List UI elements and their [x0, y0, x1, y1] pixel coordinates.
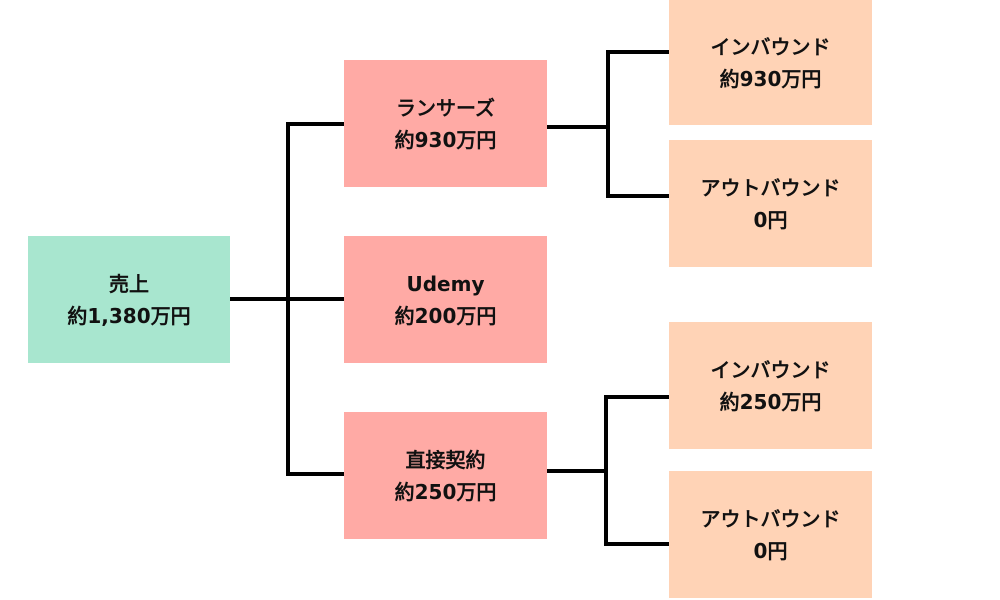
node-lancers-inbound: インバウンド 約930万円	[669, 0, 872, 125]
node-direct-outbound: アウトバウンド 0円	[669, 471, 872, 598]
node-lancers-outbound-title: アウトバウンド	[700, 175, 841, 200]
node-sales-total: 売上 約1,380万円	[28, 236, 230, 363]
node-direct-inbound-title: インバウンド	[710, 357, 831, 382]
node-direct-inbound: インバウンド 約250万円	[669, 322, 872, 449]
node-lancers-inbound-title: インバウンド	[710, 34, 831, 59]
node-lancers: ランサーズ 約930万円	[344, 60, 547, 187]
node-udemy-value: 約200万円	[394, 303, 497, 328]
node-lancers-outbound-value: 0円	[753, 207, 788, 232]
node-direct-contract-title: 直接契約	[405, 447, 486, 472]
node-lancers-outbound: アウトバウンド 0円	[669, 140, 872, 267]
node-udemy-title: Udemy	[406, 271, 485, 296]
node-direct-contract-value: 約250万円	[394, 479, 497, 504]
node-udemy: Udemy 約200万円	[344, 236, 547, 363]
node-direct-outbound-title: アウトバウンド	[700, 506, 841, 531]
node-lancers-title: ランサーズ	[396, 95, 495, 120]
node-lancers-inbound-value: 約930万円	[719, 66, 822, 91]
node-direct-inbound-value: 約250万円	[719, 389, 822, 414]
node-direct-contract: 直接契約 約250万円	[344, 412, 547, 539]
node-sales-total-title: 売上	[109, 271, 149, 296]
connector-group	[228, 50, 671, 546]
node-direct-outbound-value: 0円	[753, 538, 788, 563]
node-sales-total-value: 約1,380万円	[67, 303, 191, 328]
node-lancers-value: 約930万円	[394, 127, 497, 152]
